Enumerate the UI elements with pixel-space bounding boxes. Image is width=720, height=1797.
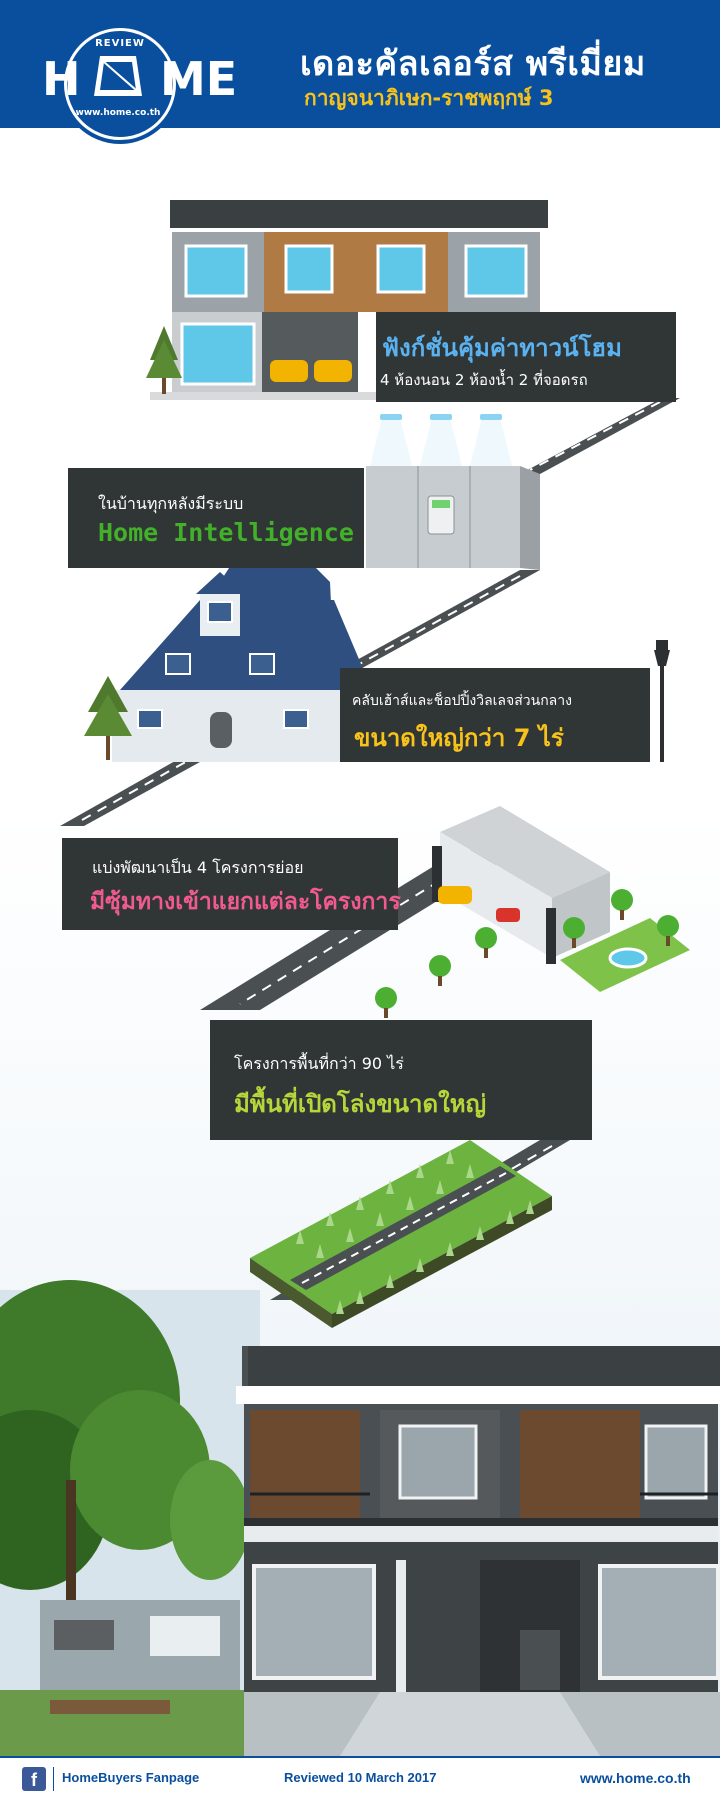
townhouse-illustration	[146, 200, 550, 400]
clubhouse-illustration	[84, 520, 378, 762]
page-subtitle: กาญจนาภิเษก-ราชพฤกษ์ 3	[304, 86, 554, 110]
logo-url-text: www.home.co.th	[75, 108, 161, 118]
footer-divider	[53, 1767, 54, 1791]
feature-box-intelligence: ในบ้านทุกหลังมีระบบ Home Intelligence	[68, 468, 364, 568]
feature-headline: มีซุ้มทางเข้าแยกแต่ละโครงการ	[90, 889, 401, 915]
feature-headline: มีพื้นที่เปิดโล่งขนาดใหญ่	[234, 1090, 487, 1118]
logo-review-text: REVIEW	[95, 38, 145, 49]
page-title: เดอะคัลเลอร์ส พรีเมี่ยม	[300, 44, 646, 84]
feature-detail: คลับเฮ้าส์และช็อปปิ้งวิลเลจส่วนกลาง	[352, 693, 572, 709]
review-date: Reviewed 10 March 2017	[284, 1770, 437, 1785]
logo-letter-h: H	[42, 52, 81, 106]
feature-box-clubhouse: คลับเฮ้าส์และช็อปปิ้งวิลเลจส่วนกลาง ขนาด…	[340, 668, 650, 762]
smart-wall-illustration	[366, 414, 540, 570]
logo-house-icon	[94, 56, 142, 96]
header-banner: REVIEW H ME www.home.co.th เดอะคัลเลอร์ส…	[0, 0, 720, 140]
green-field-illustration	[250, 1140, 552, 1328]
feature-headline: ฟังก์ชั่นคุ้มค่าทาวน์โฮม	[382, 334, 622, 362]
feature-box-land-area: โครงการพื้นที่กว่า 90 ไร่ มีพื้นที่เปิดโ…	[210, 1020, 592, 1140]
feature-detail: 4 ห้องนอน 2 ห้องน้ำ 2 ที่จอดรถ	[380, 371, 588, 389]
feature-box-subprojects: แบ่งพัฒนาเป็น 4 โครงการย่อย มีซุ้มทางเข้…	[62, 838, 401, 930]
logo-letters-me: ME	[160, 52, 238, 106]
entrance-gate-illustration	[375, 806, 690, 1018]
townhouse-photo	[0, 1280, 720, 1756]
feature-headline: ขนาดใหญ่กว่า 7 ไร่	[354, 724, 564, 752]
footer-bar: f HomeBuyers Fanpage Reviewed 10 March 2…	[0, 1756, 720, 1797]
street-lamp-icon	[654, 640, 670, 762]
feature-headline: Home Intelligence	[98, 518, 354, 547]
feature-detail: แบ่งพัฒนาเป็น 4 โครงการย่อย	[92, 858, 304, 877]
feature-detail: โครงการพื้นที่กว่า 90 ไร่	[234, 1054, 404, 1073]
website-link[interactable]: www.home.co.th	[580, 1770, 691, 1786]
fanpage-link[interactable]: HomeBuyers Fanpage	[62, 1770, 200, 1785]
feature-detail: ในบ้านทุกหลังมีระบบ	[98, 494, 244, 513]
feature-box-townhome: ฟังก์ชั่นคุ้มค่าทาวน์โฮม 4 ห้องนอน 2 ห้อ…	[376, 312, 676, 402]
facebook-icon[interactable]: f	[22, 1767, 46, 1791]
